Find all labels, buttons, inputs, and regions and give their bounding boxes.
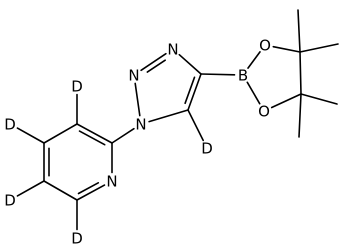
bond-cp2-me4	[298, 93, 302, 138]
bond-o1-cp1	[272, 45, 301, 53]
bond-py2-py3	[76, 123, 113, 144]
atom-label-o2: O	[258, 103, 270, 121]
bond-py6-pyn-inner	[77, 182, 100, 195]
atom-label-n3: N	[167, 41, 178, 59]
bond-cp1-me2	[299, 43, 339, 53]
bond-n3-c4	[178, 53, 202, 75]
atom-label-n1: N	[135, 116, 146, 134]
atom-label-b: B	[238, 67, 248, 85]
atom-label-d5: D	[4, 192, 16, 210]
bond-py5-py6	[43, 180, 78, 201]
bond-cp1-cp2	[299, 51, 302, 95]
bond-c4-c5	[187, 73, 202, 111]
bond-c5-n1	[148, 109, 189, 123]
atom-label-pyn: N	[106, 173, 117, 191]
bond-py2-py3-inner	[78, 130, 106, 146]
atom-label-layer: N N N D BO O N D D D D	[4, 37, 271, 246]
bond-layer	[16, 9, 339, 231]
atom-label-o1: O	[259, 37, 271, 55]
bond-py3-py4	[43, 123, 78, 144]
bond-py5-d5	[16, 180, 45, 197]
bond-cp1-me1	[297, 9, 301, 53]
bond-b-o2	[246, 81, 261, 105]
bond-o2-cp2	[270, 93, 302, 109]
bond-n1-py2	[111, 127, 135, 144]
atom-label-d4: D	[4, 116, 16, 134]
bond-n2-n3	[140, 52, 167, 72]
bond-n2-n3-inner	[146, 59, 166, 73]
bond-cp2-me3	[300, 93, 338, 105]
bond-py6-pyn	[76, 184, 106, 201]
bond-n1-n2	[134, 82, 141, 117]
atom-label-h5: D	[201, 140, 213, 158]
atom-label-d3: D	[71, 78, 83, 96]
bond-b-o1	[247, 51, 261, 69]
bond-py4-d4	[16, 127, 45, 144]
bond-c4-c5-inner	[184, 76, 196, 105]
atom-label-n2: N	[128, 67, 139, 85]
atom-label-d6: D	[71, 230, 83, 246]
bond-c5-h5	[187, 109, 204, 142]
bond-c4-b	[200, 73, 236, 76]
